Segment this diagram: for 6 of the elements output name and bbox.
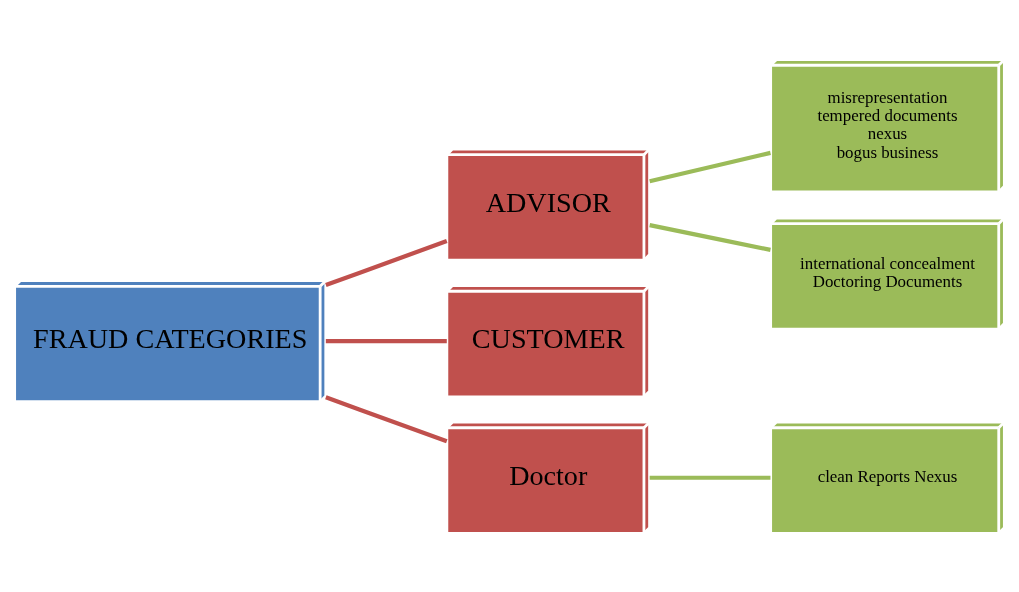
connector [649,475,771,480]
connector [649,222,771,252]
connector [325,394,448,443]
connector [325,238,448,287]
connector [325,338,447,343]
connector [649,150,771,183]
